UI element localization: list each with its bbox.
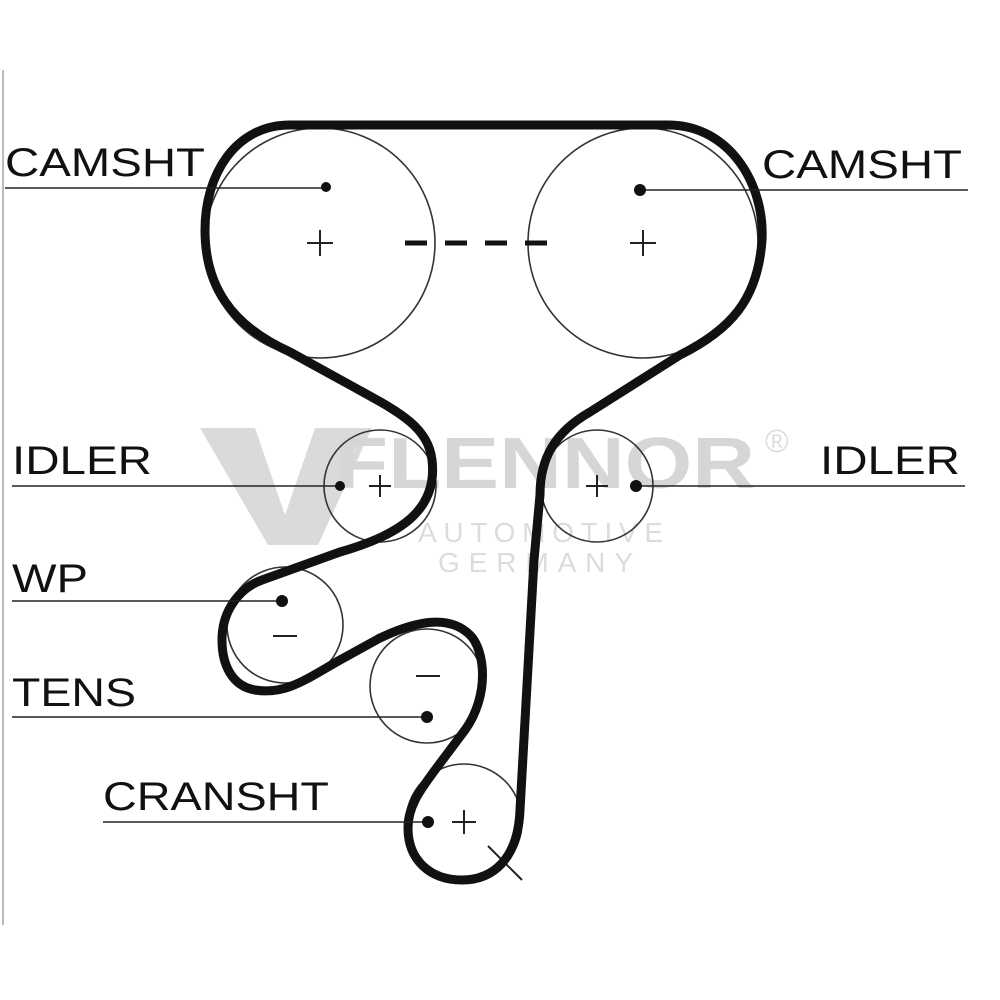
label-camsht-right: CAMSHT: [762, 143, 962, 187]
crankshaft-center-cross: [452, 810, 476, 834]
tens-dot: [421, 711, 433, 723]
label-cransht: CRANSHT: [103, 775, 329, 819]
idler-right-dot: [630, 480, 642, 492]
idler-right-center-cross: [586, 475, 608, 497]
timing-belt: [200, 120, 767, 885]
camsht-left-dot: [321, 182, 331, 192]
cransht-dot: [422, 816, 434, 828]
camshaft-left-center-cross: [307, 230, 333, 256]
idler-left-dot: [335, 481, 345, 491]
camsht-right-dot: [634, 184, 646, 196]
camshaft-right-center-cross: [630, 230, 656, 256]
label-tens: TENS: [12, 671, 136, 715]
label-wp: WP: [12, 557, 88, 601]
wp-dot: [276, 595, 288, 607]
watermark-logo-mark: [200, 428, 372, 545]
watermark: FLENNOR ® AUTOMOTIVE GERMANY: [200, 423, 789, 578]
label-idler-right: IDLER: [820, 439, 960, 483]
watermark-registered: ®: [765, 423, 789, 459]
label-camsht-left: CAMSHT: [5, 141, 205, 185]
idler-left-center-cross: [369, 475, 391, 497]
label-idler-left: IDLER: [12, 439, 152, 483]
